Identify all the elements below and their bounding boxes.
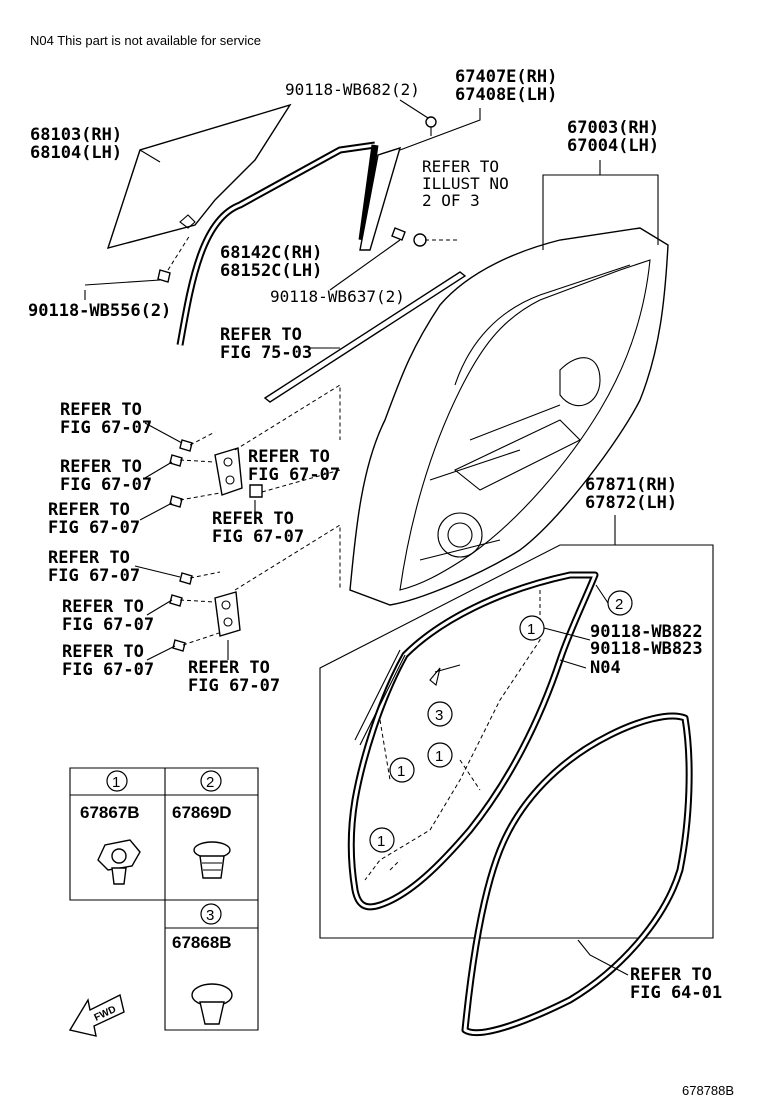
label-67003: 67003(RH) [567, 118, 659, 138]
bolt-556-icon[interactable] [157, 269, 171, 283]
door-weatherstrip-part[interactable] [347, 571, 599, 911]
legend-num-2: 2 [206, 774, 214, 791]
belt-moulding-part[interactable] [263, 271, 467, 403]
clip-67867B-icon [97, 839, 141, 885]
forward-arrow-icon: FWD [68, 993, 125, 1037]
fig6707-c1: REFER TO [48, 500, 130, 520]
fig6707-h1: REFER TO [62, 642, 144, 662]
fig6707-f2: FIG 67-07 [48, 566, 140, 586]
fig6707-d2: FIG 67-07 [248, 465, 340, 485]
lower-hinge-bolt-a-icon[interactable] [179, 572, 193, 585]
svg-text:1: 1 [435, 748, 443, 765]
label-67004: 67004(LH) [567, 136, 659, 156]
fig6707-h2: FIG 67-07 [62, 660, 154, 680]
fig6707-i1: REFER TO [188, 658, 270, 678]
callout-2-icon: 2 [607, 590, 633, 616]
fig6401-line2: FIG 64-01 [630, 983, 722, 1003]
service-note: N04 This part is not available for servi… [30, 33, 261, 48]
svg-text:3: 3 [435, 707, 443, 724]
svg-text:1: 1 [397, 763, 405, 780]
svg-text:1: 1 [377, 833, 385, 850]
clip-67869D-icon [193, 841, 231, 879]
lower-hinge-bolt-c-icon[interactable] [172, 639, 186, 652]
label-bolt-823: 90118-WB823 [590, 639, 703, 659]
callout-1c-icon: 1 [389, 757, 415, 783]
run-channel-part[interactable] [176, 141, 379, 346]
label-68142: 68142C(RH) [220, 243, 322, 263]
clip-legend: 1 2 3 67867B 67869D 67868B [69, 767, 259, 1031]
upper-hinge-bolt-c-icon[interactable] [169, 495, 183, 508]
figure-code: 678788B [682, 1083, 734, 1098]
fig7503-line2: FIG 75-03 [220, 343, 312, 363]
fig6707-e2: FIG 67-07 [212, 527, 304, 547]
fig6707-g2: FIG 67-07 [62, 615, 154, 635]
legend-67868B: 67868B [172, 933, 232, 952]
label-68152: 68152C(LH) [220, 261, 322, 281]
svg-text:2: 2 [615, 596, 623, 613]
callout-1b-icon: 1 [427, 742, 453, 768]
legend-num-1: 1 [112, 774, 120, 791]
bolt-637-icon[interactable] [391, 227, 427, 247]
svg-text:1: 1 [527, 621, 535, 638]
label-68104: 68104(LH) [30, 143, 122, 163]
upper-hinge-bolt-b-icon[interactable] [169, 454, 183, 467]
label-bolt-637: 90118-WB637(2) [270, 287, 405, 306]
fig6707-d1: REFER TO [248, 447, 330, 467]
clip-67868B-icon [191, 983, 233, 1025]
opening-weatherstrip-part[interactable] [461, 712, 693, 1037]
refer-illust-line2: ILLUST NO [422, 174, 509, 193]
label-68103: 68103(RH) [30, 125, 122, 145]
fig6707-i2: FIG 67-07 [188, 676, 280, 696]
refer-illust-line1: REFER TO [422, 157, 499, 176]
label-bolt-682: 90118-WB682(2) [285, 80, 420, 99]
fig7503-line1: REFER TO [220, 325, 302, 345]
fig6707-g1: REFER TO [62, 597, 144, 617]
label-67872: 67872(LH) [585, 493, 677, 513]
label-n04: N04 [590, 658, 621, 678]
lower-hinge-part[interactable] [214, 591, 241, 637]
label-67408: 67408E(LH) [455, 85, 557, 105]
fig6707-a1: REFER TO [60, 400, 142, 420]
label-bolt-556: 90118-WB556(2) [28, 301, 171, 321]
fig6707-c2: FIG 67-07 [48, 518, 140, 538]
refer-illust-line3: 2 OF 3 [422, 191, 480, 210]
callout-1d-icon: 1 [369, 827, 395, 853]
upper-hinge-bolt-a-icon[interactable] [179, 439, 193, 452]
fig6707-f1: REFER TO [48, 548, 130, 568]
label-bolt-822: 90118-WB822 [590, 622, 703, 642]
legend-num-3: 3 [206, 907, 214, 924]
fig6707-a2: FIG 67-07 [60, 418, 152, 438]
legend-67869D: 67869D [172, 803, 232, 822]
upper-hinge-part[interactable] [214, 447, 263, 498]
label-67407: 67407E(RH) [455, 67, 557, 87]
door-glass-part[interactable] [106, 103, 292, 250]
callout-3-icon: 3 [427, 701, 453, 727]
door-panel-part[interactable] [349, 227, 669, 606]
legend-67867B: 67867B [80, 803, 140, 822]
division-bar-part[interactable] [359, 146, 402, 251]
callout-1a-icon: 1 [519, 615, 545, 641]
bolt-682-icon[interactable] [425, 116, 437, 136]
fig6707-b2: FIG 67-07 [60, 475, 152, 495]
fig6707-b1: REFER TO [60, 457, 142, 477]
fig6707-e1: REFER TO [212, 509, 294, 529]
label-67871: 67871(RH) [585, 475, 677, 495]
fig6401-line1: REFER TO [630, 965, 712, 985]
